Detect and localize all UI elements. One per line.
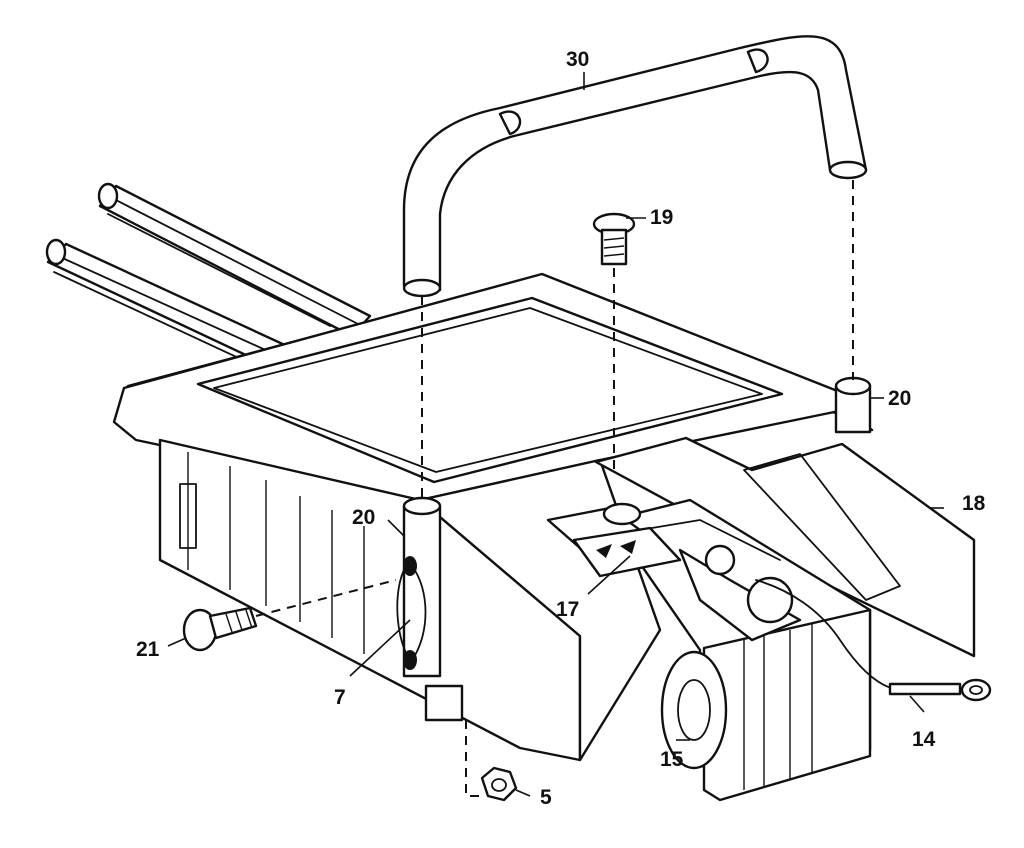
lock-pin-tube-right — [834, 376, 872, 434]
callout-14: 14 — [912, 728, 936, 751]
hex-nut-5 — [480, 766, 518, 802]
arm-handle — [402, 35, 868, 298]
callout-labels: 30 19 20 18 20 21 7 17 14 15 5 — [136, 48, 986, 809]
carriage-bolt-21 — [182, 606, 258, 652]
callout-30: 30 — [566, 48, 589, 71]
carriage-bolt-19 — [592, 212, 636, 266]
callout-18: 18 — [962, 492, 986, 515]
callout-5: 5 — [540, 786, 552, 809]
motor-assembly — [608, 498, 872, 802]
callout-7: 7 — [334, 686, 346, 709]
assembly-lines — [255, 180, 854, 797]
callout-17: 17 — [556, 598, 579, 621]
callout-21: 21 — [136, 638, 160, 661]
leader-lines — [167, 72, 944, 797]
ground-cord — [755, 579, 992, 702]
lock-pin-tube-left — [396, 496, 464, 722]
callout-20-left: 20 — [352, 506, 375, 529]
rails — [45, 182, 372, 374]
callout-20-right: 20 — [888, 387, 911, 410]
switch-assembly — [546, 502, 682, 578]
callout-19: 19 — [650, 206, 673, 229]
callout-15: 15 — [660, 748, 684, 771]
